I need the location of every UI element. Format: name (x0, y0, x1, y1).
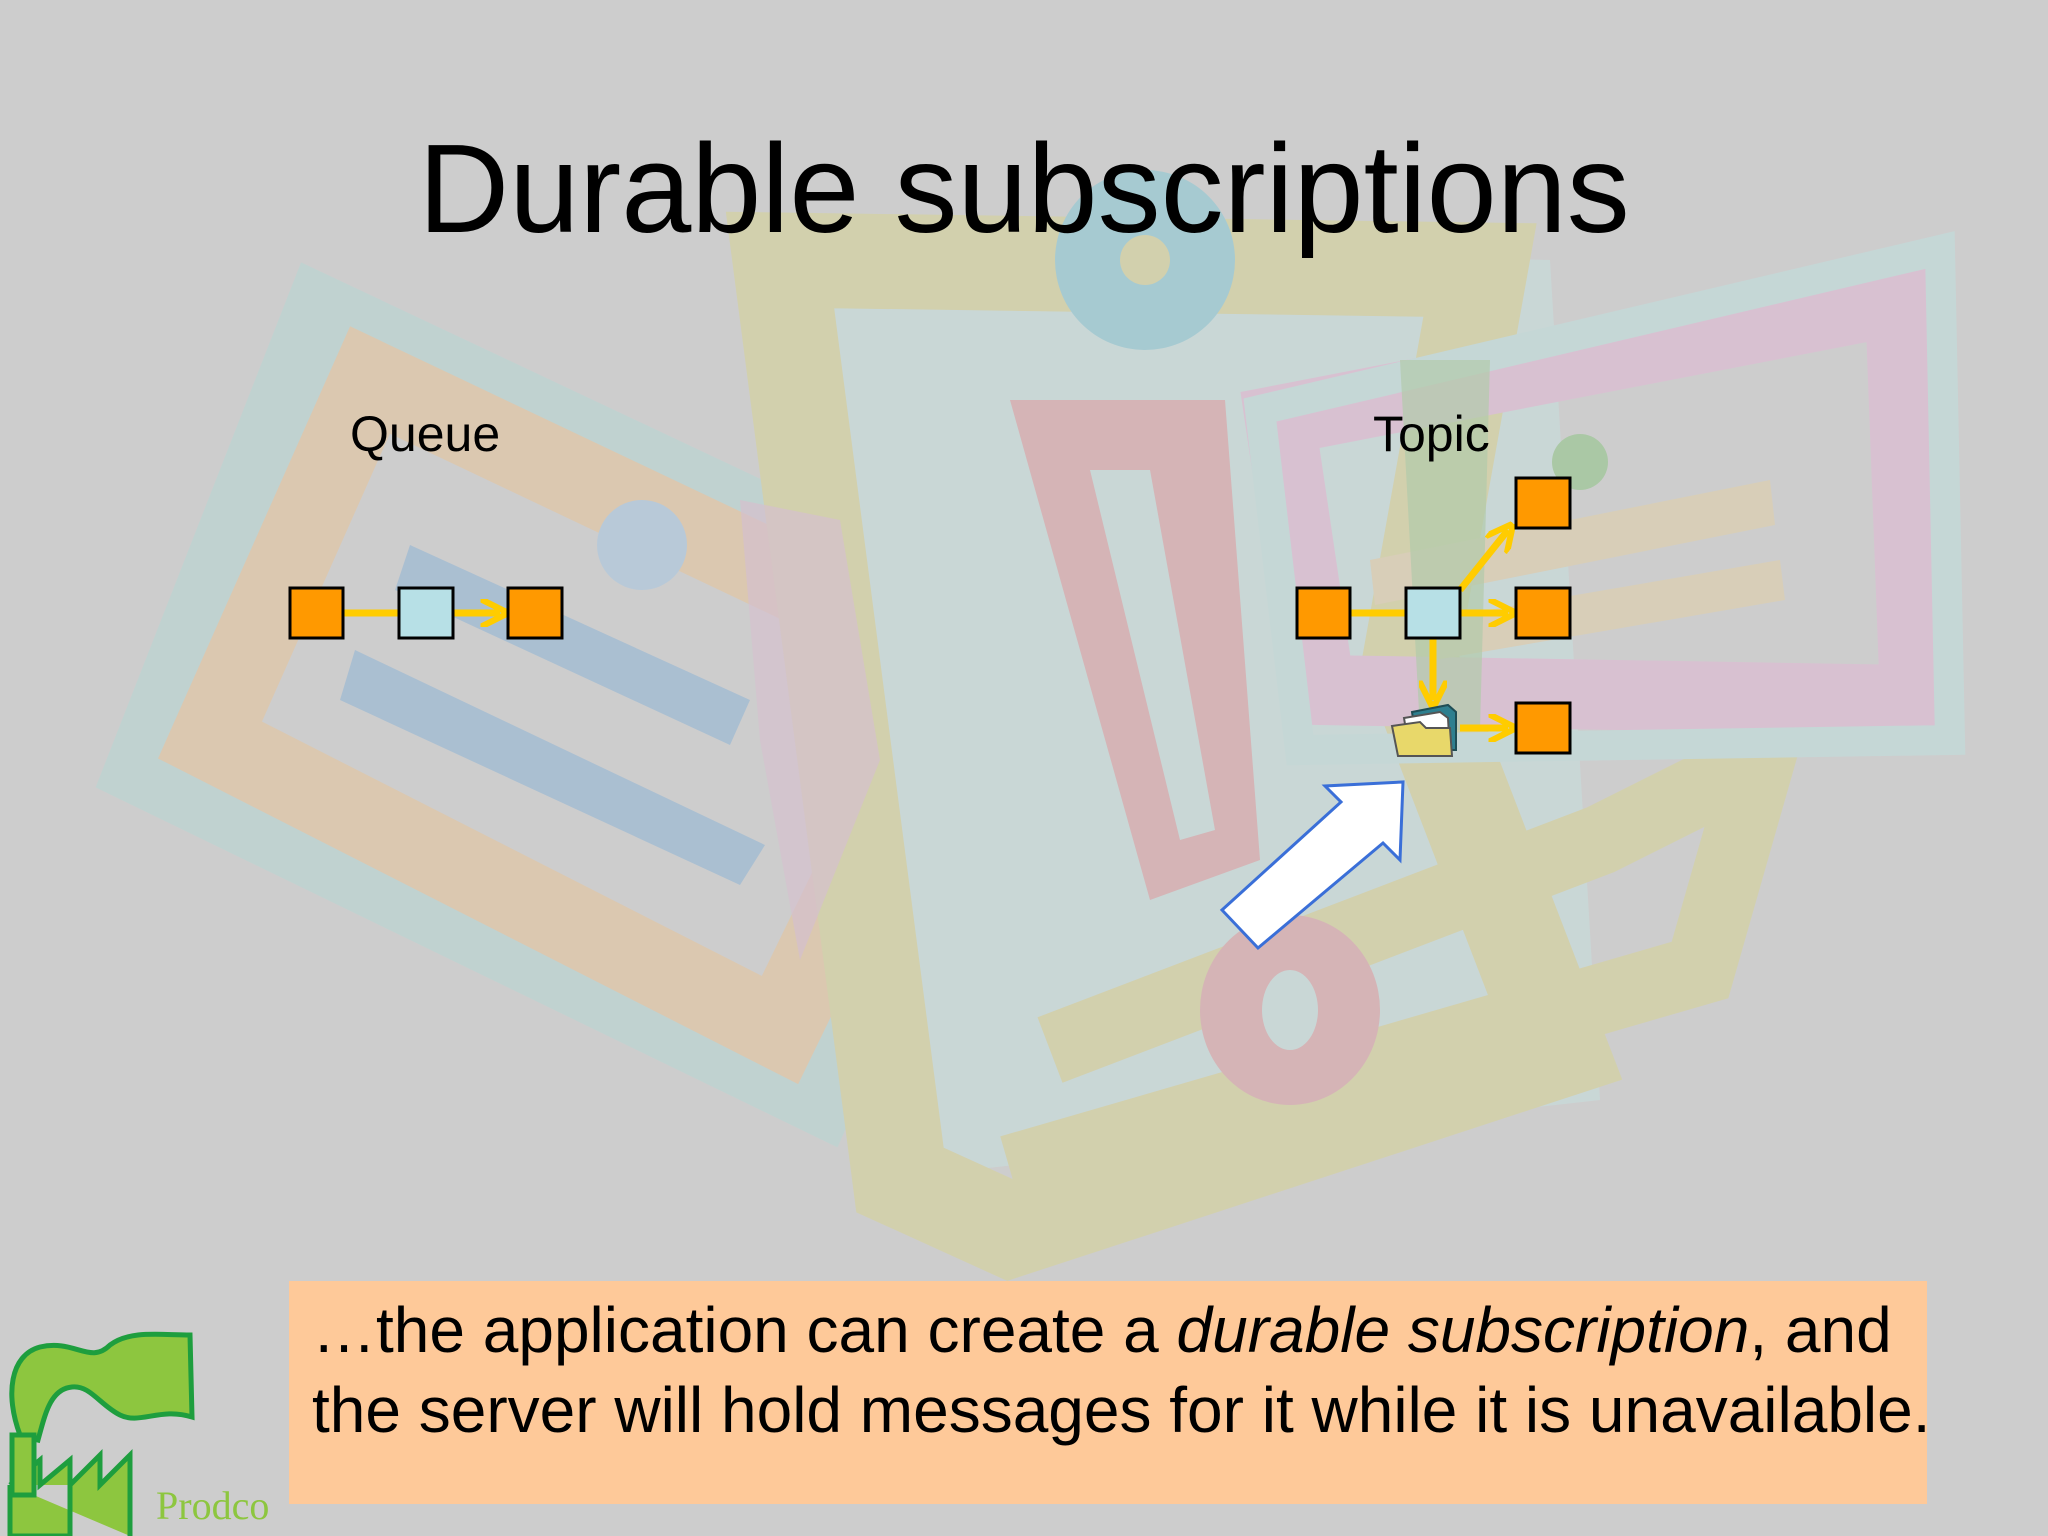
topic-subscriber-3 (1514, 701, 1572, 755)
caption-part-1: …the application can create a (312, 1294, 1177, 1366)
slide-title: Durable subscriptions (418, 118, 1630, 259)
queue-producer (288, 586, 345, 640)
caption-box (289, 1281, 1927, 1504)
topic-publisher (1295, 586, 1352, 640)
caption-part-2: , and the server will hold messages for … (312, 1294, 1931, 1446)
caption-emphasis: durable subscription (1176, 1294, 1750, 1366)
topic-subscriber-2 (1514, 586, 1572, 640)
queue-consumer (506, 586, 564, 640)
queue-broker (397, 586, 455, 640)
queue-label: Queue (350, 406, 501, 462)
logo-text: Prodco (156, 1483, 270, 1528)
caption-text: …the application can create a durable su… (312, 1290, 1992, 1450)
topic-broker (1404, 586, 1462, 640)
topic-diagram (1295, 476, 1572, 757)
topic-link-up (1457, 530, 1508, 593)
queue-diagram (288, 586, 564, 640)
topic-subscriber-1 (1514, 476, 1572, 530)
topic-label: Topic (1373, 406, 1490, 462)
callout-arrow-icon (1219, 780, 1405, 951)
factory-logo-icon (7, 1331, 195, 1536)
folder-store-icon (1390, 703, 1457, 757)
